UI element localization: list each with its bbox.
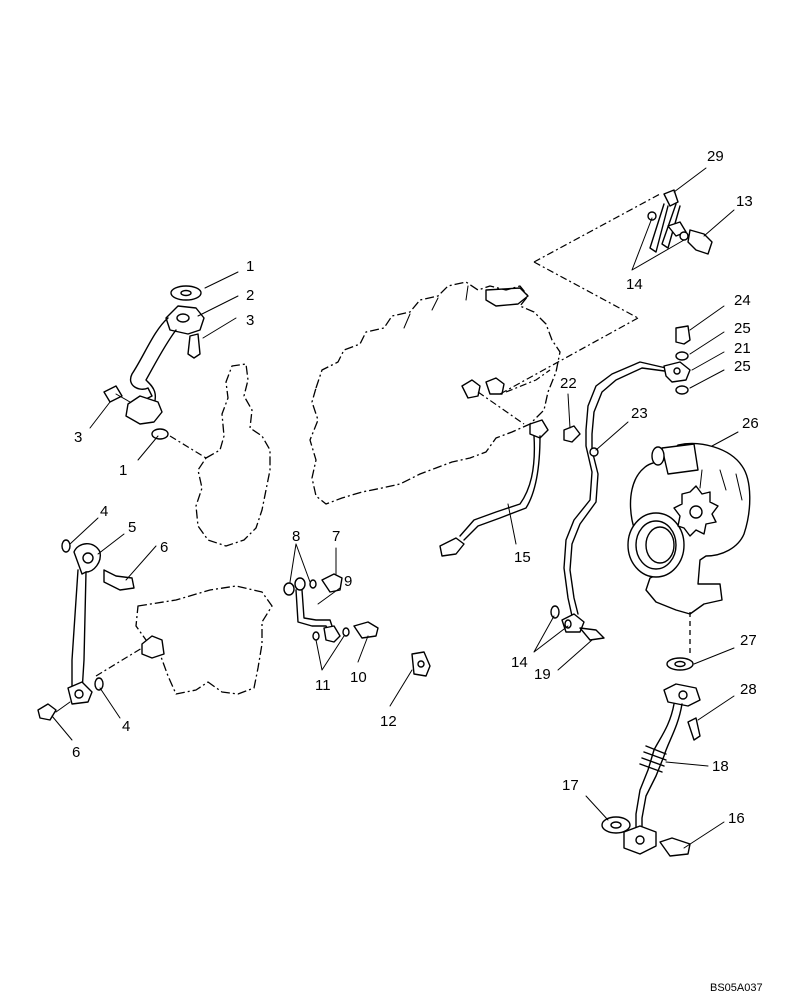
oil-pipe-18 [601, 657, 701, 857]
callout-9: 9 [344, 573, 352, 590]
callout-22: 22 [560, 375, 577, 392]
callout-26: 26 [742, 415, 759, 432]
callout-5: 5 [128, 519, 136, 536]
callout-18: 18 [712, 758, 729, 775]
engine-block-silhouette [309, 281, 561, 505]
oil-pipe-5 [37, 539, 165, 721]
callout-25-lower: 25 [734, 358, 751, 375]
oil-pipe-15 [439, 369, 551, 557]
callout-13: 13 [736, 193, 753, 210]
callout-4-top: 4 [100, 503, 108, 520]
callout-3-left: 3 [74, 429, 82, 446]
oil-pipe-2 [103, 285, 207, 459]
callout-2: 2 [246, 287, 254, 304]
callout-29: 29 [707, 148, 724, 165]
bracket-12 [411, 651, 431, 677]
callout-labels: 1 2 3 3 1 4 5 6 4 6 8 7 9 11 10 12 15 29… [72, 148, 759, 827]
callout-23: 23 [631, 405, 648, 422]
callout-28: 28 [740, 681, 757, 698]
callout-14-bottom: 14 [511, 654, 528, 671]
callout-6-bottom: 6 [72, 744, 80, 761]
callout-3-top: 3 [246, 312, 254, 329]
callout-17: 17 [562, 777, 579, 794]
callout-6-right: 6 [160, 539, 168, 556]
turbocharger [627, 442, 751, 654]
oil-pipe-23 [499, 189, 713, 641]
callout-14-top: 14 [626, 276, 643, 293]
figure-code: BS05A037 [710, 982, 763, 994]
callout-27: 27 [740, 632, 757, 649]
callout-1-top: 1 [246, 258, 254, 275]
callout-21: 21 [734, 340, 751, 357]
callout-12: 12 [380, 713, 397, 730]
callout-10: 10 [350, 669, 367, 686]
callout-15: 15 [514, 549, 531, 566]
crankcase-silhouette [195, 363, 271, 547]
callout-16: 16 [728, 810, 745, 827]
callout-11: 11 [315, 677, 331, 694]
callout-7: 7 [332, 528, 340, 545]
small-pipe-9 [283, 573, 379, 643]
oil-pan-silhouette [135, 585, 273, 695]
callout-leaders [51, 167, 739, 849]
callout-8: 8 [292, 528, 300, 545]
callout-25-upper: 25 [734, 320, 751, 337]
callout-4-bottom: 4 [122, 718, 130, 735]
callout-19: 19 [534, 666, 551, 683]
callout-1-left: 1 [119, 462, 127, 479]
callout-24: 24 [734, 292, 751, 309]
